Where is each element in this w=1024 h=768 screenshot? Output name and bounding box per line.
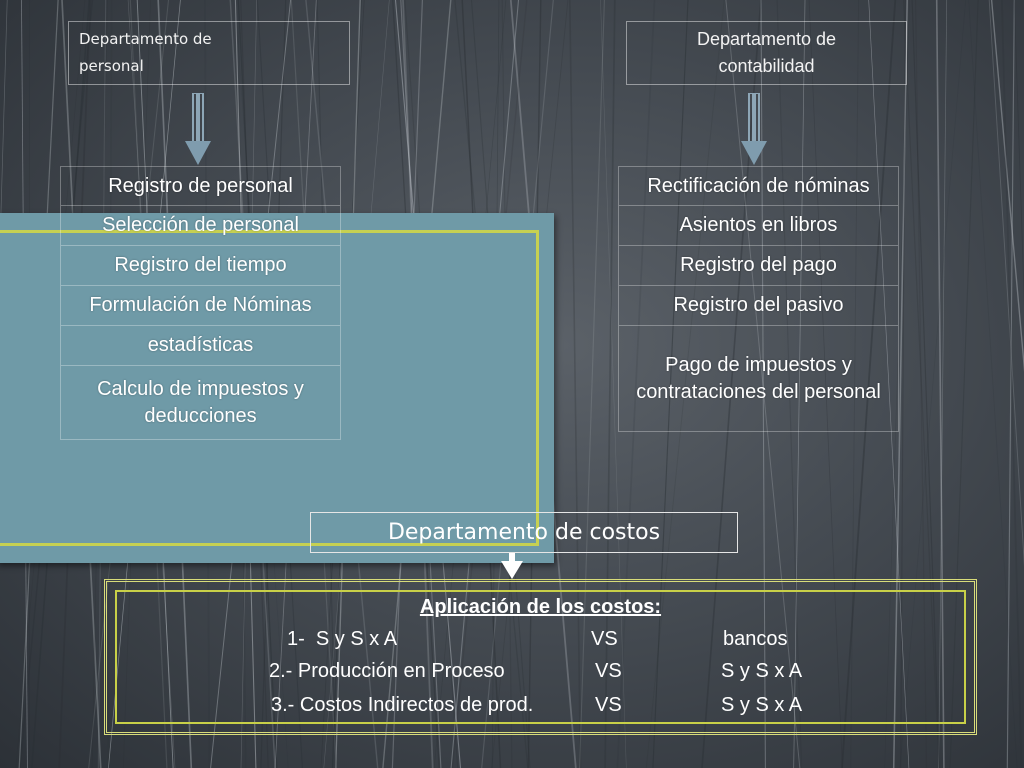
contabilidad-header-line2: contabilidad — [718, 56, 815, 76]
list-item: estadísticas — [60, 326, 341, 366]
background-line — [935, 0, 945, 768]
background-line — [988, 0, 1024, 567]
contabilidad-down-arrow-icon — [741, 93, 767, 165]
background-line — [604, 0, 616, 768]
background-line — [899, 0, 967, 768]
personal-functions-list: Registro de personal Selección de person… — [60, 166, 341, 440]
background-line — [911, 0, 941, 768]
background-line — [850, 0, 860, 768]
background-line — [949, 0, 979, 768]
list-item: Pago de impuestos y contrataciones del p… — [618, 326, 899, 432]
personal-down-arrow-icon — [185, 93, 211, 165]
list-item: Registro de personal — [60, 166, 341, 206]
entry-row-1-right: bancos — [723, 628, 788, 650]
background-line — [884, 0, 910, 768]
background-line — [0, 0, 8, 258]
entry-row-1-vs: VS — [591, 628, 618, 650]
background-line — [1001, 0, 1023, 768]
background-line — [1013, 0, 1024, 306]
background-line — [841, 0, 897, 768]
background-line — [793, 0, 806, 768]
background-line — [652, 0, 689, 768]
background-line — [938, 0, 948, 768]
contabilidad-header-line1: Departamento de — [696, 29, 837, 49]
background-line — [579, 0, 605, 768]
background-line — [645, 0, 725, 768]
background-line — [776, 0, 803, 768]
list-item: Rectificación de nóminas — [618, 166, 899, 206]
costos-down-arrow-icon — [501, 553, 523, 579]
background-line — [1006, 0, 1015, 768]
background-line — [903, 0, 940, 768]
list-item: Registro del pago — [618, 246, 899, 286]
aplicacion-title: Aplicación de los costos: — [419, 596, 662, 618]
personal-header-line2: personal — [79, 57, 144, 75]
entry-row-2-vs: VS — [595, 660, 622, 682]
background-line — [915, 0, 928, 768]
entry-row-1-left: 1- S y S x A — [287, 628, 398, 650]
list-item: Formulación de Nóminas — [60, 286, 341, 326]
list-item: Registro del pasivo — [618, 286, 899, 326]
background-line — [868, 0, 910, 768]
background-line — [569, 0, 582, 768]
background-line — [600, 0, 627, 768]
yellow-frame — [0, 230, 539, 546]
aplicacion-costos-box: Aplicación de los costos: 1- S y S x A V… — [104, 579, 977, 735]
background-line — [808, 0, 843, 768]
background-line — [990, 0, 1024, 373]
background-line — [892, 0, 908, 768]
contabilidad-department-header: Departamento de contabilidad — [626, 21, 907, 85]
background-line — [900, 0, 906, 768]
background-line — [701, 0, 762, 768]
contabilidad-functions-list: Rectificación de nóminas Asientos en lib… — [618, 166, 899, 432]
entry-row-2-left: 2.- Producción en Proceso — [269, 660, 505, 682]
entry-row-2-right: S y S x A — [721, 660, 803, 682]
background-line — [968, 0, 1018, 768]
entry-row-3-left: 3.- Costos Indirectos de prod. — [271, 694, 534, 716]
background-line — [616, 0, 656, 768]
list-item: Calculo de impuestos y deducciones — [60, 366, 341, 440]
personal-header-line1: Departamento de — [79, 30, 212, 48]
personal-highlight-panel — [0, 213, 554, 563]
personal-department-header: Departamento de personal — [68, 21, 350, 85]
background-line — [760, 0, 766, 768]
list-item: Selección de personal — [60, 206, 341, 246]
aplicacion-costos-inner-frame — [115, 590, 966, 724]
entry-row-3-vs: VS — [595, 694, 622, 716]
entry-row-3-right: S y S x A — [721, 694, 803, 716]
list-item: Registro del tiempo — [60, 246, 341, 286]
list-item: Asientos en libros — [618, 206, 899, 246]
background-line — [725, 0, 801, 768]
costos-department-title: Departamento de costos — [310, 512, 738, 553]
